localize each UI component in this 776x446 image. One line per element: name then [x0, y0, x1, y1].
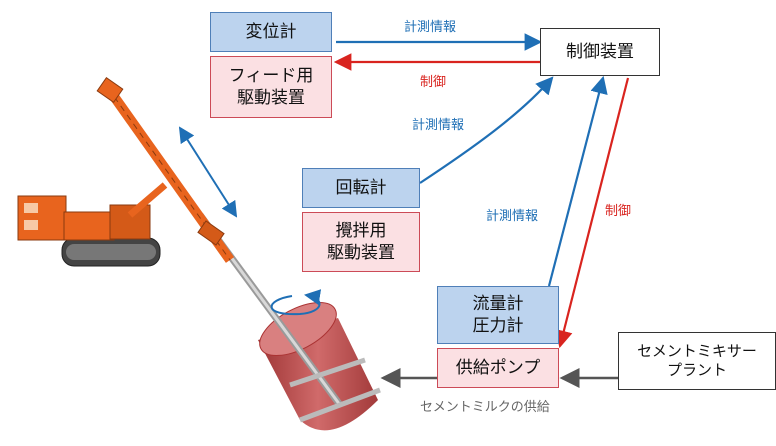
displacement-meter-box: 変位計 [210, 12, 332, 52]
flow-pressure-box: 流量計 圧力計 [437, 286, 559, 344]
cement-milk-supply-label: セメントミルクの供給 [420, 400, 550, 415]
drilling-machine [17, 77, 235, 267]
rotation-arrow [270, 289, 322, 316]
feed-direction-arrow [178, 126, 238, 218]
feed-drive-box: フィード用 駆動装置 [210, 56, 332, 118]
arrow-controller-to-pump [555, 77, 630, 349]
mixer-plant-label-line1: セメントミキサー [637, 341, 757, 360]
measurement-info-label-top: 計測情報 [404, 20, 457, 35]
supply-pump-label: 供給ポンプ [455, 357, 541, 378]
feed-drive-label-line1: フィード用 [228, 65, 314, 86]
stir-drive-label-line2: 駆動装置 [327, 243, 395, 263]
arrow-flow-to-controller [547, 75, 608, 287]
controller-label: 制御装置 [566, 41, 634, 62]
rotation-meter-label: 回転計 [335, 177, 387, 198]
supply-pump-box: 供給ポンプ [437, 348, 559, 388]
rotation-meter-box: 回転計 [302, 168, 420, 208]
controller-box: 制御装置 [540, 28, 660, 76]
stir-drive-box: 攪拌用 駆動装置 [302, 212, 420, 272]
arrow-rotation-to-controller [419, 76, 554, 184]
control-label-right: 制御 [605, 204, 632, 219]
mixer-plant-label-line2: プラント [666, 361, 727, 379]
feed-drive-label-line2: 駆動装置 [237, 88, 305, 108]
flow-meter-label: 流量計 [472, 293, 524, 314]
pressure-meter-label: 圧力計 [472, 316, 524, 336]
measurement-info-label-mid: 計測情報 [412, 118, 465, 133]
control-label-top: 制御 [420, 75, 447, 90]
measurement-info-label-flow: 計測情報 [486, 209, 539, 224]
mixer-plant-box: セメントミキサー プラント [618, 332, 776, 390]
displacement-meter-label: 変位計 [245, 21, 297, 42]
stir-drive-label-line1: 攪拌用 [335, 220, 387, 241]
